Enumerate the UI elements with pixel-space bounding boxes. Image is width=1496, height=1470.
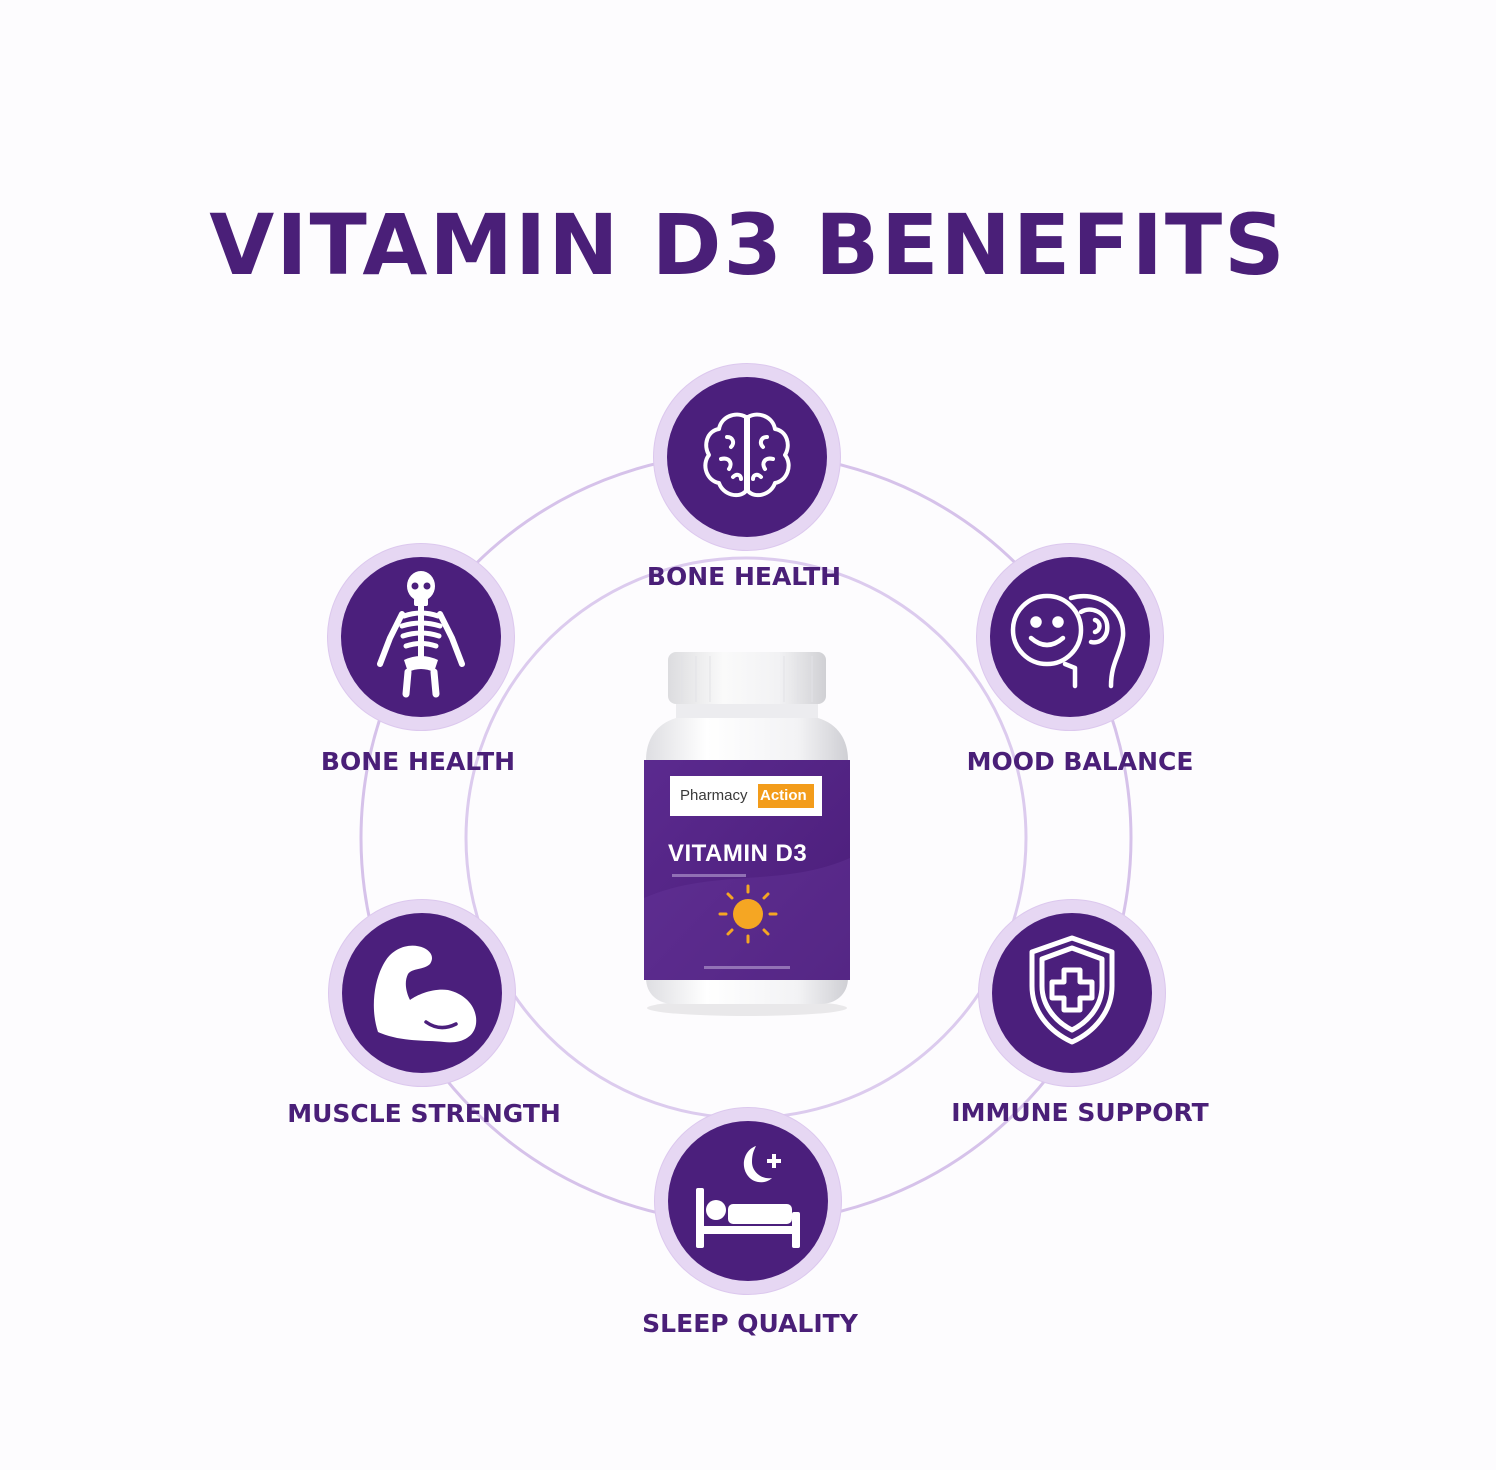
product-name: VITAMIN D3 bbox=[668, 840, 808, 867]
bed-moon-icon bbox=[696, 1146, 800, 1248]
vitamin-d3-bottle bbox=[644, 652, 850, 1016]
benefit-disc-sleep bbox=[668, 1121, 828, 1281]
product-brand-right: Action bbox=[760, 787, 807, 804]
mood-face-brain-icon bbox=[1010, 593, 1126, 689]
skeleton-icon bbox=[377, 571, 465, 698]
brain-icon bbox=[703, 412, 791, 498]
page-title: VITAMIN D3 BENEFITS bbox=[209, 196, 1287, 294]
flexed-bicep-icon bbox=[373, 945, 477, 1043]
benefit-label-bottom: SLEEP QUALITY bbox=[642, 1309, 858, 1338]
benefit-label-lower-left: MUSCLE STRENGTH bbox=[287, 1099, 561, 1128]
product-brand-left: Pharmacy bbox=[680, 787, 748, 804]
benefit-label-lower-right: IMMUNE SUPPORT bbox=[951, 1098, 1209, 1127]
shield-cross-icon bbox=[1029, 935, 1115, 1045]
benefit-label-top: BONE HEALTH bbox=[646, 562, 842, 591]
benefit-disc-muscle bbox=[342, 913, 502, 1073]
benefit-label-upper-left: BONE HEALTH bbox=[320, 747, 516, 776]
benefit-label-upper-right: MOOD BALANCE bbox=[966, 747, 1194, 776]
